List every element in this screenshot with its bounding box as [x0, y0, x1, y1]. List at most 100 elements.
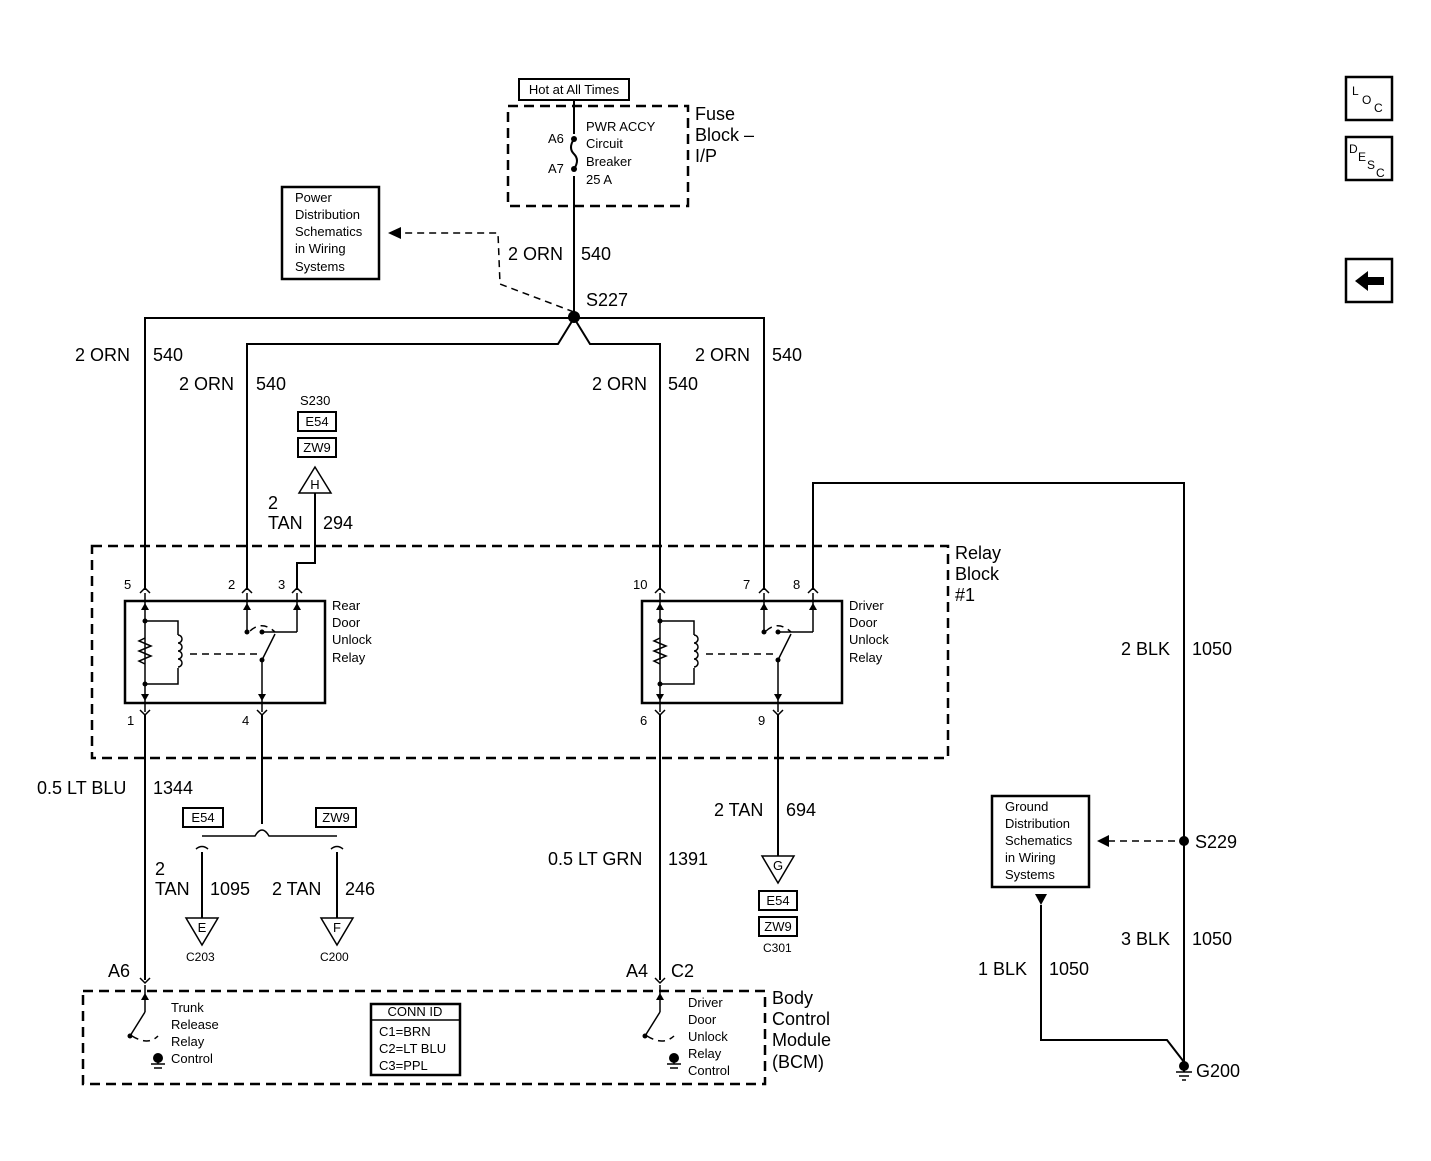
- trunk-line4: Control: [171, 1051, 213, 1066]
- wire-540-to-pin7: [574, 317, 765, 590]
- trunk-release-label: Trunk Release Relay Control: [171, 1000, 219, 1066]
- bcm-pin-c2: C2: [671, 961, 694, 981]
- wire-label-circuit-p10: 540: [668, 374, 698, 394]
- ground-icon: [1176, 1061, 1192, 1081]
- feed-wire-circuit: 540: [581, 244, 611, 264]
- trunk-line3: Relay: [171, 1034, 205, 1049]
- conn-id-c1: C1=BRN: [379, 1024, 431, 1039]
- description-button[interactable]: D E S C: [1344, 135, 1394, 182]
- desc-letter-c: C: [1376, 166, 1385, 180]
- power-ref-line5: Systems: [295, 259, 345, 274]
- loc-letter-l: L: [1352, 84, 1359, 98]
- connector-c203-label: C203: [186, 950, 215, 964]
- blk1-circuit: 1050: [1049, 959, 1089, 979]
- blk2-circuit: 1050: [1192, 639, 1232, 659]
- ground-ref-line1: Ground: [1005, 799, 1048, 814]
- arrowhead-icon: [388, 227, 401, 239]
- s230-zw9-text: ZW9: [303, 440, 330, 455]
- blk3-circuit: 1050: [1192, 929, 1232, 949]
- arrowhead-icon: [1097, 835, 1109, 847]
- ground-ref-line2: Distribution: [1005, 816, 1070, 831]
- driver-ctrl-line2: Door: [688, 1012, 717, 1027]
- pin-1: 1: [127, 713, 134, 728]
- fuse-block-name: Fuse Block – I/P: [695, 104, 754, 166]
- splice-s229-label: S229: [1195, 832, 1237, 852]
- wire-label-circuit-p5: 540: [153, 345, 183, 365]
- ground-ref-line4: in Wiring: [1005, 850, 1056, 865]
- wire-1050-ground-ref: [1040, 905, 1185, 1063]
- wire-label-circuit-p2: 540: [256, 374, 286, 394]
- pin-9: 9: [758, 713, 765, 728]
- breaker-line1: PWR ACCY: [586, 119, 656, 134]
- tan294-size-b: TAN: [268, 513, 303, 533]
- driver-relay-line1: Driver: [849, 598, 884, 613]
- connector-g-symbol: G: [760, 855, 796, 885]
- driver-relay-line3: Unlock: [849, 632, 889, 647]
- trunk-line2: Release: [171, 1017, 219, 1032]
- bcm-outline: [81, 989, 767, 1086]
- driver-door-control-label: Driver Door Unlock Relay Control: [688, 995, 730, 1078]
- ltgrn-circuit: 1391: [668, 849, 708, 869]
- connector-e-letter: E: [198, 920, 207, 935]
- ltblu-circuit: 1344: [153, 778, 193, 798]
- power-ref-dashed-leader: [400, 232, 575, 313]
- rear-relay-line3: Unlock: [332, 632, 372, 647]
- fuse-pin-a6: A6: [548, 131, 564, 146]
- connector-c200-label: C200: [320, 950, 349, 964]
- loc-letter-c: C: [1374, 101, 1383, 115]
- relay-block-line2: Block: [955, 564, 1000, 584]
- driver-relay-label: Driver Door Unlock Relay: [849, 598, 889, 665]
- tan694-circuit: 694: [786, 800, 816, 820]
- s230-zw9-box: [297, 437, 337, 458]
- ltgrn-size: 0.5 LT GRN: [548, 849, 642, 869]
- power-distribution-link[interactable]: Power Distribution Schematics in Wiring …: [280, 185, 381, 281]
- bcm-a6-connector: [139, 977, 151, 985]
- wire-label-size-p10: 2 ORN: [592, 374, 647, 394]
- branch-left-tilde: [195, 845, 209, 850]
- feed-wire-size: 2 ORN: [508, 244, 563, 264]
- rear-relay-line4: Relay: [332, 650, 366, 665]
- loc-letter-o: O: [1362, 93, 1371, 107]
- pin-2: 2: [228, 577, 235, 592]
- power-ref-line2: Distribution: [295, 207, 360, 222]
- wire-540-to-pin5: [144, 317, 574, 590]
- wire-label-circuit-p7: 540: [772, 345, 802, 365]
- c301-zw9-box: [758, 916, 798, 937]
- pin-10: 10: [633, 577, 647, 592]
- left-arrow-icon: [1355, 271, 1384, 291]
- breaker-line3: Breaker: [586, 154, 632, 169]
- driver-ctrl-line4: Relay: [688, 1046, 722, 1061]
- connector-f-symbol: F: [319, 917, 355, 947]
- conn-id-title: CONN ID: [388, 1004, 443, 1019]
- c301-e54-text: E54: [766, 893, 789, 908]
- breaker-line4: 25 A: [586, 172, 612, 187]
- trunk-line1: Trunk: [171, 1000, 204, 1015]
- bcm-name-line1: Body: [772, 988, 813, 1008]
- ground-g200-label: G200: [1196, 1061, 1240, 1081]
- hot-at-all-times-label: Hot at All Times: [518, 78, 630, 101]
- s230-e54-box: [297, 411, 337, 432]
- opt-zw9-box: [315, 807, 357, 828]
- fuse-name-line3: I/P: [695, 146, 717, 166]
- relay-block-name: Relay Block #1: [955, 543, 1001, 605]
- connector-f-letter: F: [333, 920, 341, 935]
- ground-distribution-link[interactable]: Ground Distribution Schematics in Wiring…: [990, 794, 1091, 889]
- desc-letter-d: D: [1349, 142, 1358, 156]
- wire-540-to-pin10: [573, 317, 661, 590]
- back-button[interactable]: [1344, 257, 1394, 304]
- bcm-name-line3: Module: [772, 1030, 831, 1050]
- fuse-name-line2: Block –: [695, 125, 754, 145]
- location-button[interactable]: L O C: [1344, 75, 1394, 122]
- pin-3: 3: [278, 577, 285, 592]
- tan294-circuit: 294: [323, 513, 353, 533]
- ground-ref-line5: Systems: [1005, 867, 1055, 882]
- driver-door-unlock-relay: [640, 593, 844, 712]
- bcm-name-line4: (BCM): [772, 1052, 824, 1072]
- relay-bottom-connectors: [139, 709, 784, 717]
- power-ref-line4: in Wiring: [295, 241, 346, 256]
- pin-7: 7: [743, 577, 750, 592]
- tan1095-size-a: 2: [155, 859, 165, 879]
- driver-relay-line2: Door: [849, 615, 878, 630]
- s230-e54-text: E54: [305, 414, 328, 429]
